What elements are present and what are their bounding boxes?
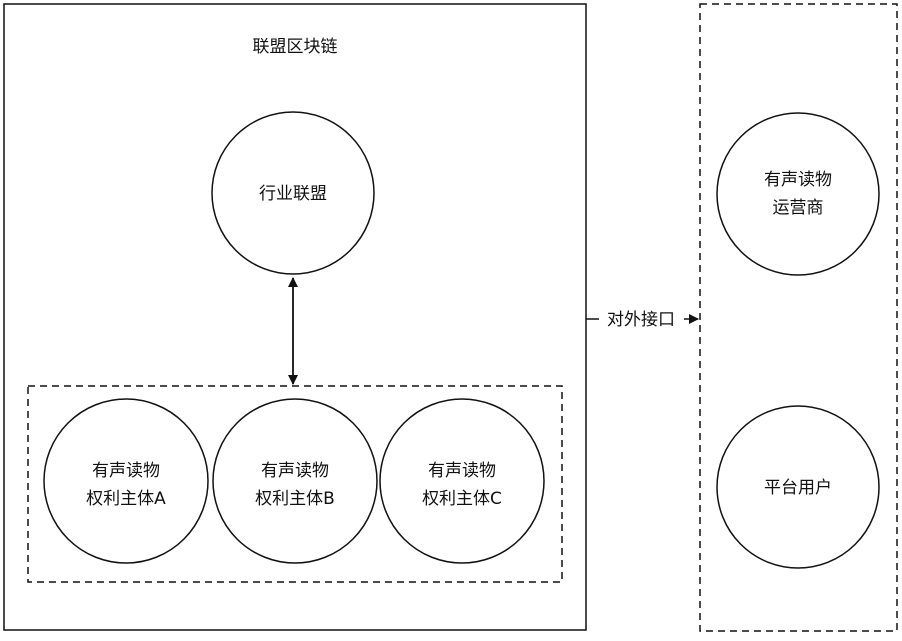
industry-alliance-label: 行业联盟 bbox=[259, 184, 327, 204]
rights-holder-a-line1: 有声读物 bbox=[92, 461, 160, 481]
rights-holder-b-line1: 有声读物 bbox=[261, 461, 329, 481]
operator-node: 有声读物 运营商 bbox=[716, 112, 880, 276]
platform-users-label: 平台用户 bbox=[764, 478, 832, 498]
rights-holder-b-line2: 权利主体B bbox=[255, 489, 335, 509]
rights-holder-c-line2: 权利主体C bbox=[422, 489, 502, 509]
consortium-blockchain-box bbox=[3, 3, 587, 631]
industry-alliance-node: 行业联盟 bbox=[211, 111, 375, 275]
external-parties-box bbox=[699, 3, 898, 632]
rights-holder-c-line1: 有声读物 bbox=[428, 461, 496, 481]
operator-line1: 有声读物 bbox=[764, 170, 832, 190]
rights-holder-a-node: 有声读物 权利主体A bbox=[43, 398, 209, 564]
operator-line2: 运营商 bbox=[773, 198, 824, 218]
rights-holder-b-node: 有声读物 权利主体B bbox=[212, 398, 378, 564]
platform-users-node: 平台用户 bbox=[716, 405, 880, 569]
rights-holder-a-line2: 权利主体A bbox=[86, 489, 166, 509]
rights-holder-c-node: 有声读物 权利主体C bbox=[379, 398, 545, 564]
consortium-title: 联盟区块链 bbox=[253, 37, 338, 57]
interface-label: 对外接口 bbox=[607, 310, 675, 330]
rights-holders-group bbox=[27, 385, 563, 583]
